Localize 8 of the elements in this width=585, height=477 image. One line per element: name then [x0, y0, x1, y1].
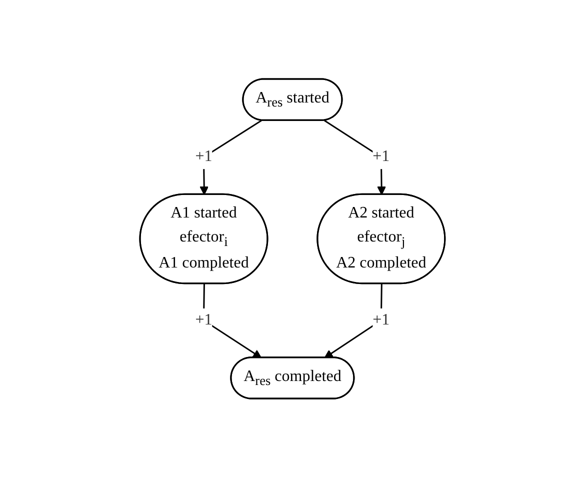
edge-label: +1 — [195, 311, 212, 328]
edge-label: +1 — [195, 148, 212, 165]
edge-label: +1 — [372, 148, 390, 165]
edge-label: +1 — [372, 311, 390, 328]
arrow — [200, 120, 262, 195]
arrow — [324, 120, 386, 195]
arrow — [203, 284, 262, 358]
arrow — [324, 284, 382, 358]
